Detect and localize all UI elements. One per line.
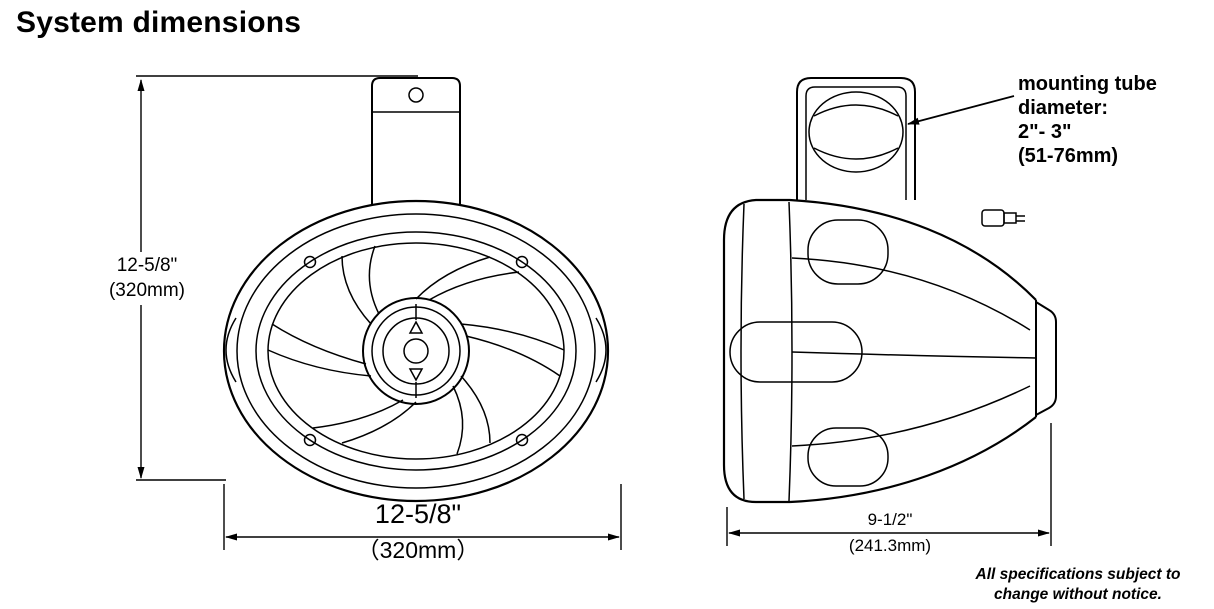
- footnote-line2: change without notice.: [994, 586, 1162, 604]
- front-height-inches: 12-5/8": [116, 255, 178, 276]
- tube-hole-icon: [408, 87, 424, 103]
- footnote-line1: All specifications subject to: [975, 566, 1181, 583]
- tube-callout-line1: mounting tube: [1018, 73, 1157, 95]
- side-depth-inches: 9-1/2": [867, 510, 913, 529]
- tube-callout-line4: (51-76mm): [1018, 145, 1119, 167]
- side-view-drawing: [722, 77, 1057, 504]
- front-width-mm: （320mm）: [356, 537, 480, 563]
- screw-icon: [515, 255, 529, 269]
- page-title: System dimensions: [16, 6, 302, 39]
- front-width-inches: 12-5/8": [374, 499, 462, 529]
- mounting-tube-callout: mounting tube diameter: 2"- 3" (51-76mm): [1018, 72, 1210, 168]
- tube-pointer-arrow: [907, 95, 1015, 125]
- front-height-dimension-label: 12-5/8" (320mm): [86, 252, 208, 306]
- front-width-dimension-label: 12-5/8" （320mm）: [318, 499, 518, 563]
- tube-cross-section: [808, 91, 904, 173]
- front-height-mm: (320mm): [108, 279, 185, 301]
- side-depth-dimension-label: 9-1/2" (241.3mm): [808, 510, 972, 555]
- dimension-lines: [136, 75, 1052, 550]
- tube-callout-line2: diameter:: [1018, 97, 1109, 119]
- front-view-drawing: [222, 77, 610, 503]
- screw-icon: [515, 433, 529, 447]
- terminal-connector: [981, 209, 1005, 227]
- tube-callout-line3: 2"- 3": [1018, 121, 1072, 143]
- side-depth-mm: (241.3mm): [848, 536, 932, 555]
- screw-icon: [303, 433, 317, 447]
- screw-icon: [303, 255, 317, 269]
- specifications-footnote: All specifications subject to change wit…: [952, 565, 1204, 605]
